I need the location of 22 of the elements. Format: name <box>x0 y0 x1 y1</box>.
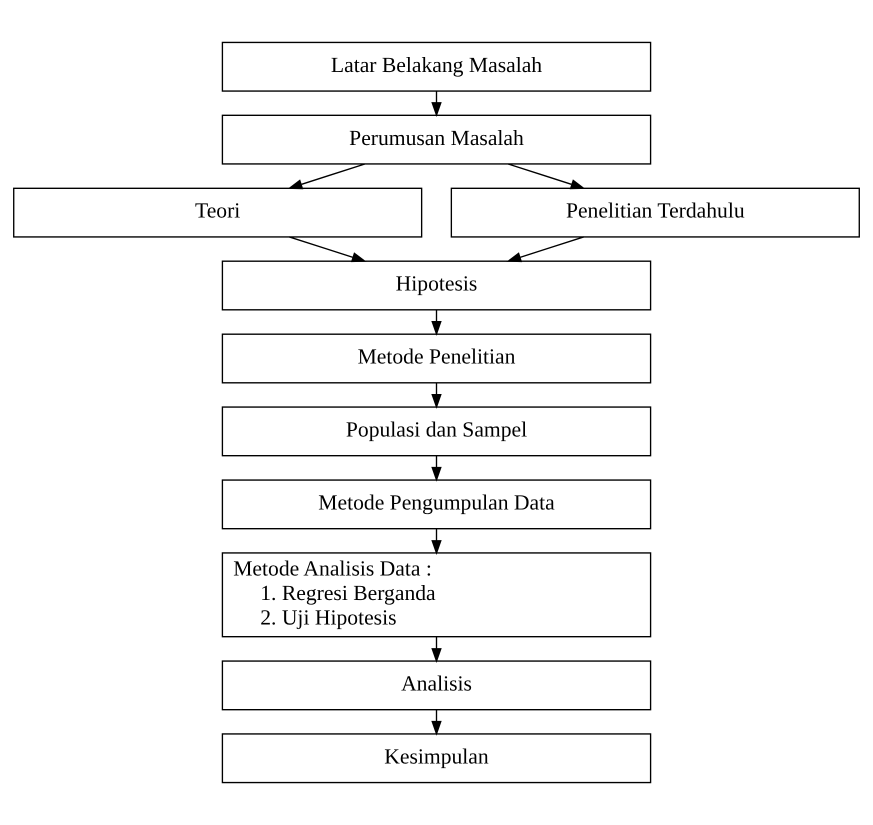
node-box: Metode Analisis Data : 1. Regresi Berganda 2. Uji Hipotesis <box>222 552 652 638</box>
node-box: Metode Penelitian <box>222 333 652 384</box>
node-box: Metode Pengumpulan Data <box>222 479 652 530</box>
arrow <box>431 382 442 409</box>
arrow <box>289 236 367 262</box>
node-box: Hipotesis <box>222 260 652 311</box>
node-box: Teori <box>13 188 422 238</box>
node-box: Latar Belakang Masalah <box>222 42 652 92</box>
arrow <box>508 163 586 190</box>
node-box: Penelitian Terdahulu <box>450 188 860 238</box>
arrow <box>288 163 366 190</box>
arrow <box>431 637 442 664</box>
node-box: Kesimpulan <box>222 733 652 784</box>
arrow <box>431 456 442 482</box>
node-box: Analisis <box>222 660 652 710</box>
arrow <box>506 236 584 262</box>
arrow <box>431 91 442 118</box>
node-box: Perumusan Masalah <box>222 114 652 165</box>
arrow <box>431 310 442 336</box>
arrow <box>431 710 442 736</box>
arrow <box>431 528 442 555</box>
node-box: Populasi dan Sampel <box>222 406 652 456</box>
